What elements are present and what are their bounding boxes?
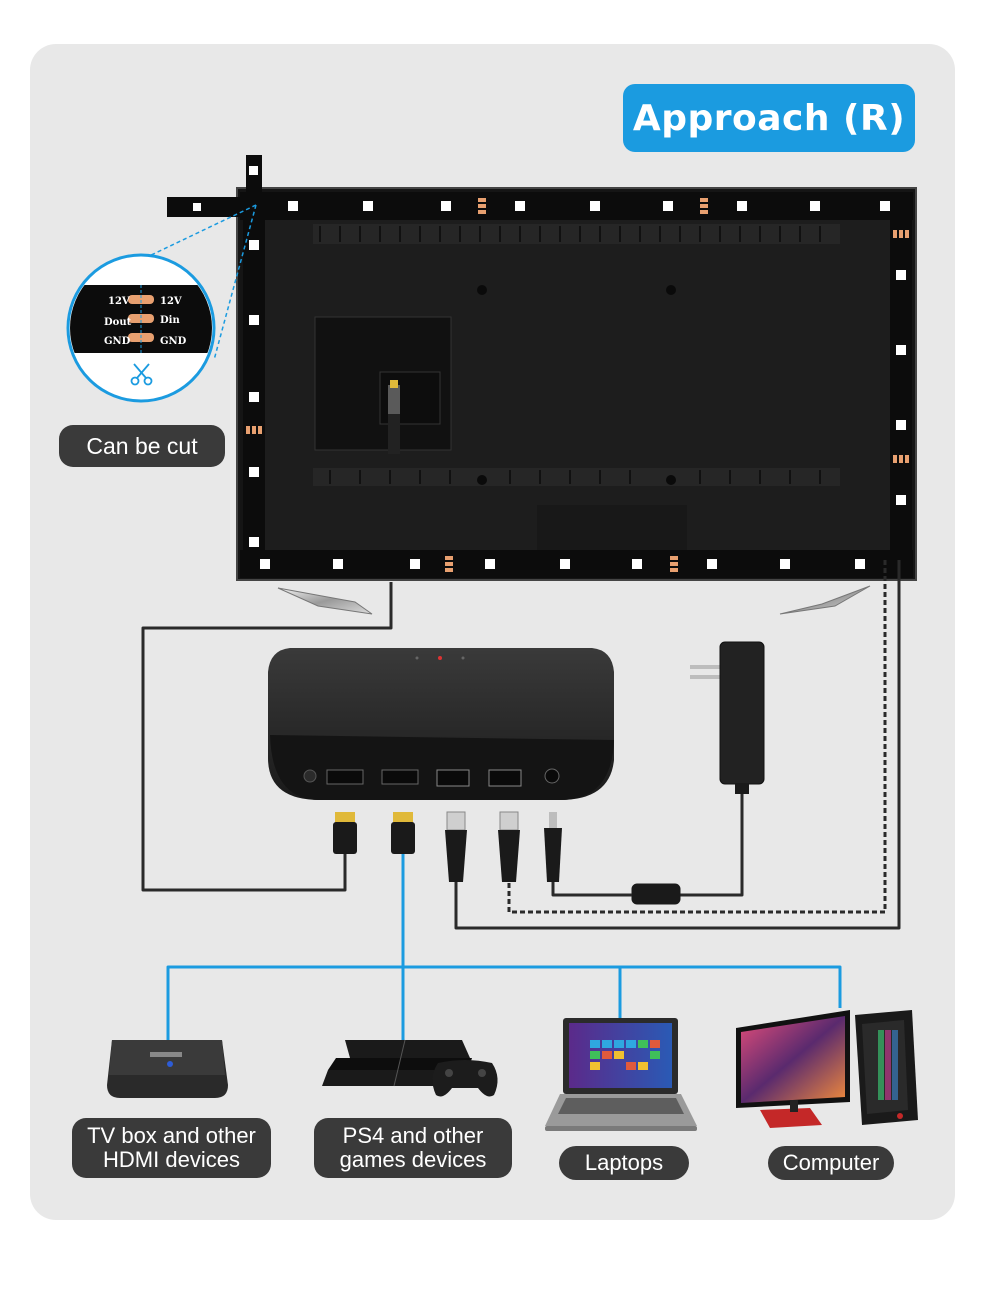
laptop-device — [545, 1018, 697, 1131]
computer-label: Computer — [768, 1146, 894, 1180]
zoom-label-12v-left: 12V — [108, 296, 130, 307]
tv-stand-right — [779, 585, 871, 615]
tv-box-label: TV box and other HDMI devices — [72, 1118, 271, 1178]
gamepad-icon — [432, 1060, 498, 1097]
approach-title: Approach (R) — [623, 84, 915, 152]
usb-plug-2 — [498, 811, 520, 882]
dc-plug — [544, 812, 562, 882]
zoom-label-12v-right: 12V — [160, 296, 182, 307]
computer-monitor — [736, 1010, 850, 1128]
cables — [141, 560, 901, 1040]
led-strip-tail — [167, 155, 262, 217]
led-strip-bottom — [240, 550, 913, 578]
tv-back — [236, 187, 917, 581]
tv-stand-left — [277, 587, 373, 615]
power-adapter — [690, 641, 765, 794]
zoom-label-gnd-right: GND — [160, 336, 187, 347]
sync-box — [268, 648, 614, 800]
pc-tower — [855, 1010, 918, 1125]
led-strip-left — [243, 196, 265, 570]
zoom-label-din: Din — [160, 315, 180, 326]
led-strip-right — [890, 196, 912, 570]
hdmi-plug-output — [333, 812, 357, 854]
hdmi-plug-input — [391, 812, 415, 854]
ps4-label: PS4 and other games devices — [314, 1118, 512, 1178]
scissors-icon — [130, 363, 153, 386]
tv-box-device — [107, 1040, 228, 1098]
zoom-label-gnd-left: GND — [104, 336, 131, 347]
usb-plug-1 — [445, 811, 467, 882]
led-strip-top — [240, 192, 913, 220]
laptops-label: Laptops — [559, 1146, 689, 1180]
strip-zoom-callout: 12V Dout GND 12V Din GND — [66, 204, 257, 403]
can-be-cut-label: Can be cut — [59, 425, 225, 467]
zoom-label-dout: Dout — [104, 317, 132, 328]
